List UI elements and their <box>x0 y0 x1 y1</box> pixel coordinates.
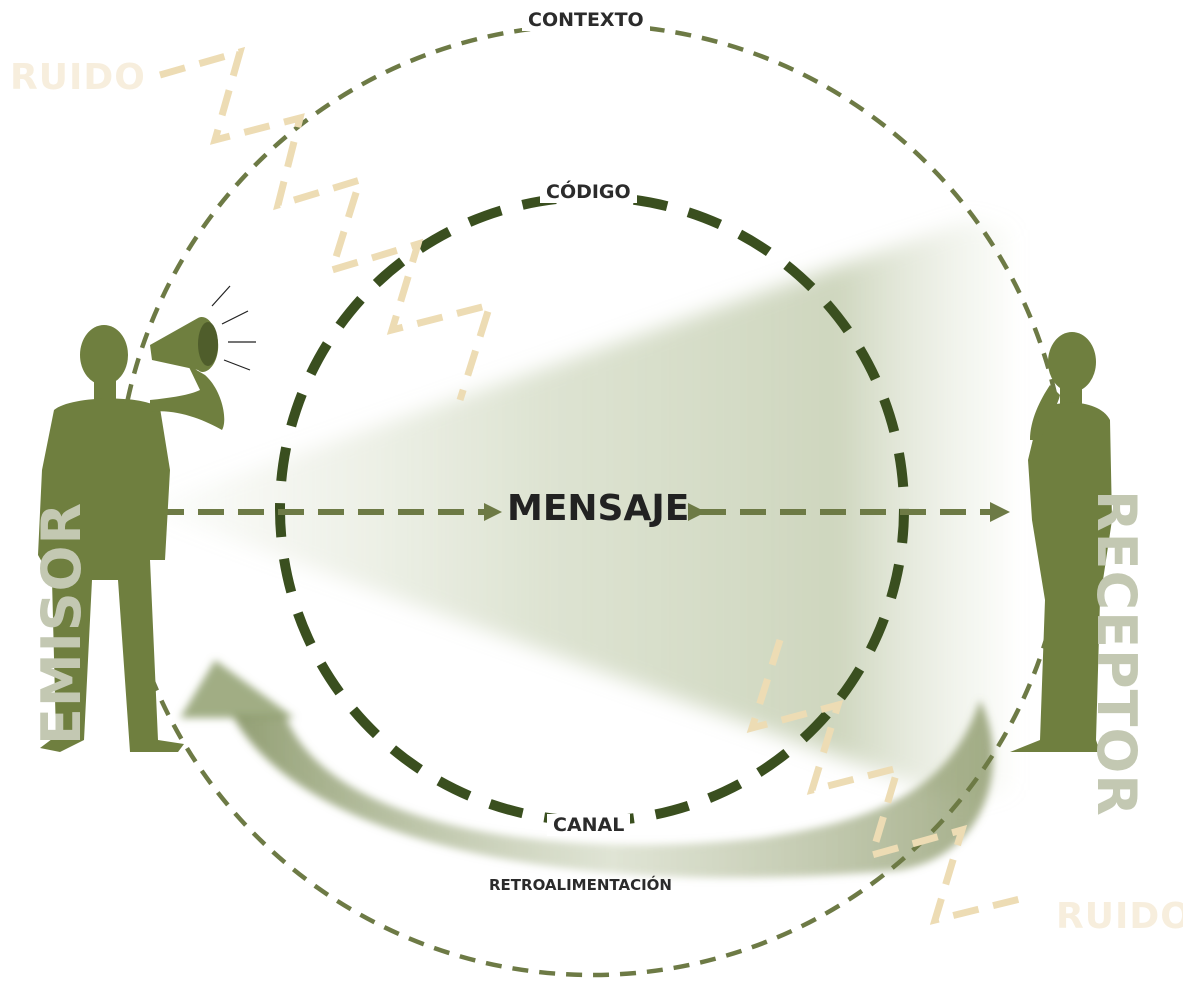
noise-label-top: RUIDO <box>10 57 146 98</box>
megaphone-sound-lines <box>211 285 256 371</box>
arrow-heads <box>484 502 1010 522</box>
receiver-label: RECEPTOR <box>1085 490 1148 817</box>
person-with-megaphone-icon <box>38 317 225 752</box>
feedback-label: RETROALIMENTACIÓN <box>489 876 672 894</box>
channel-label: CANAL <box>547 814 631 836</box>
feedback-arrow <box>180 660 994 878</box>
context-label: CONTEXTO <box>522 9 650 31</box>
code-label: CÓDIGO <box>540 181 637 203</box>
sender-label: EMISOR <box>30 501 93 745</box>
noise-label-bottom: RUIDO <box>1056 896 1183 937</box>
channel-beam <box>150 220 1010 800</box>
noise-zigzag-top <box>159 46 496 402</box>
person-listening-icon <box>1010 332 1112 752</box>
message-label: MENSAJE <box>507 488 690 529</box>
